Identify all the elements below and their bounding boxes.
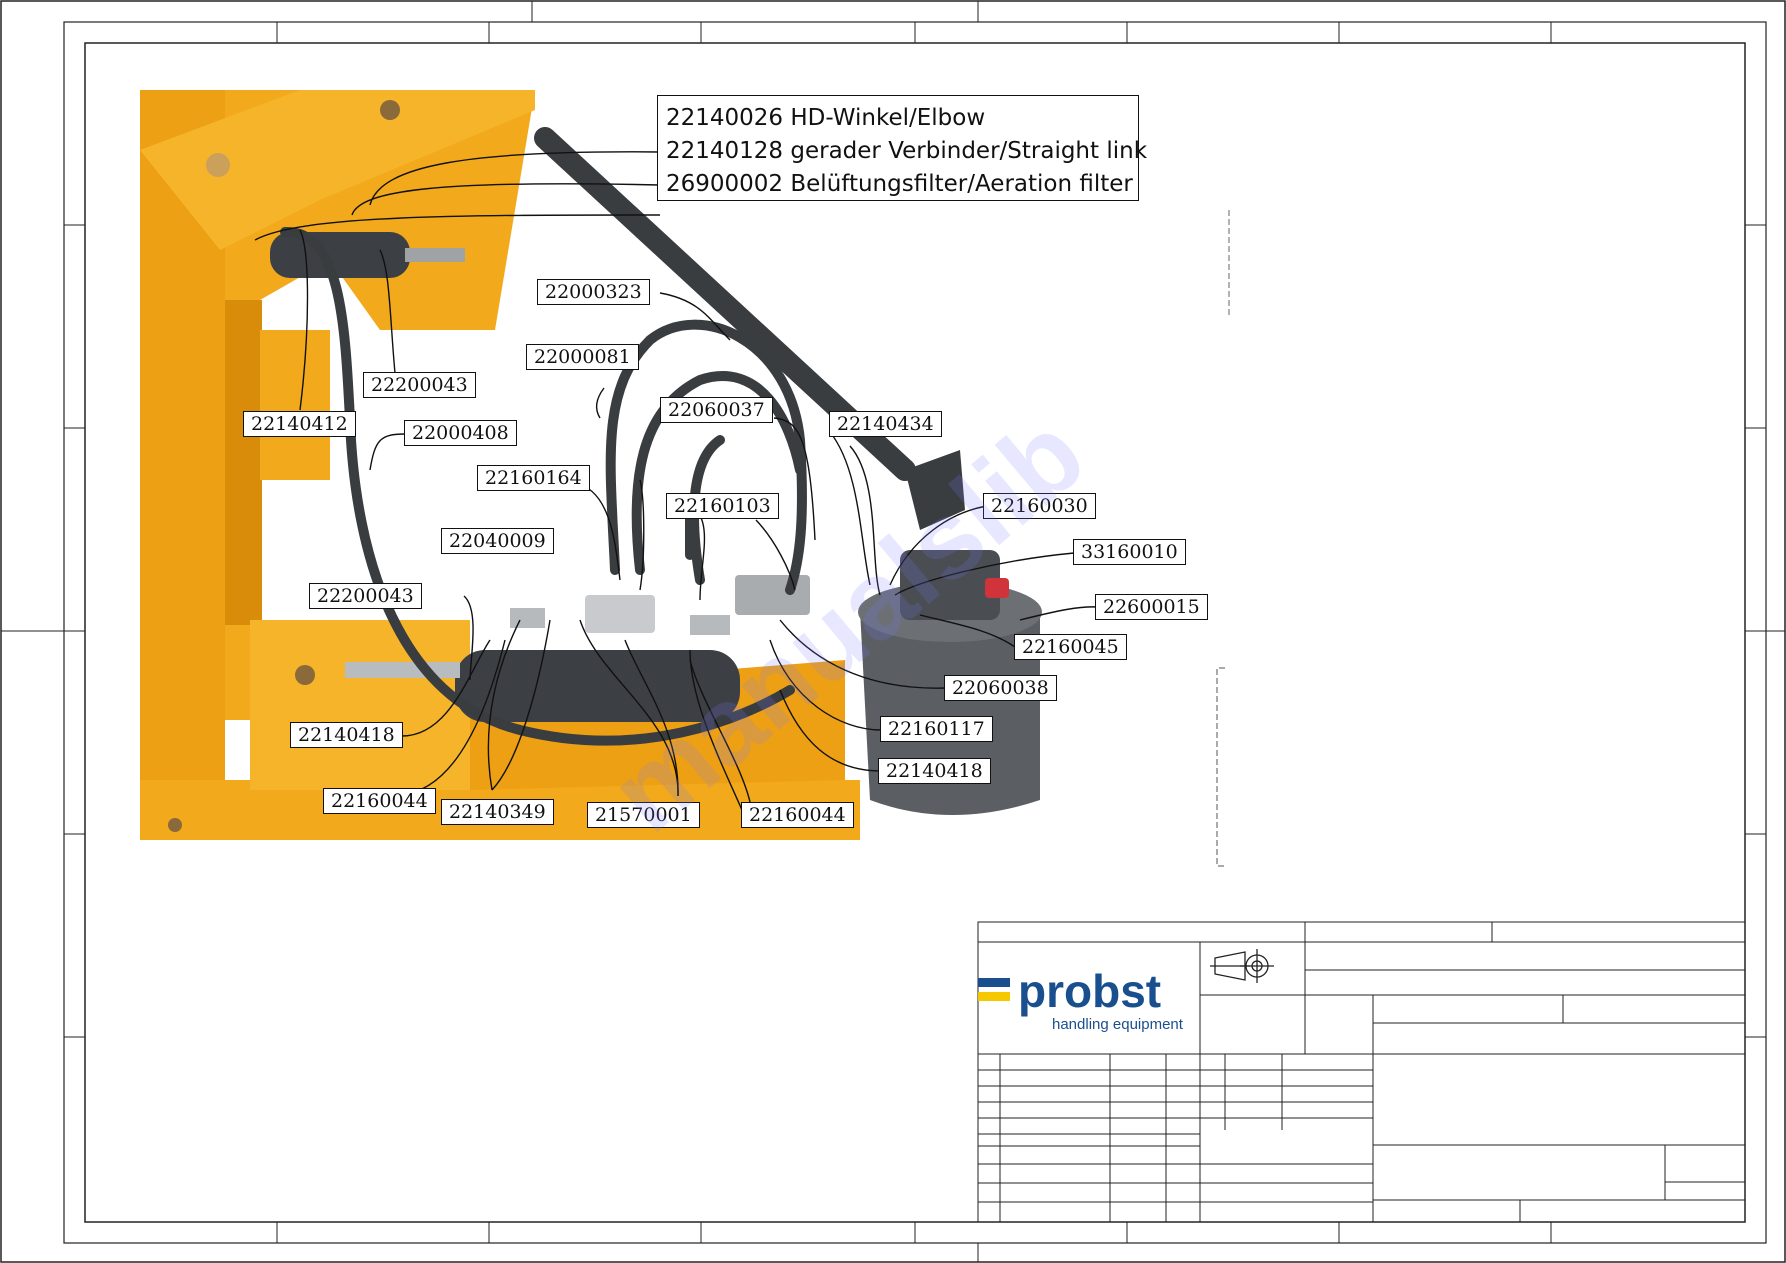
- callout-label: 22200043: [363, 372, 476, 398]
- callout-label: 22160044: [741, 802, 854, 828]
- callout-label: 22140434: [829, 411, 942, 437]
- callout-label: 22160164: [477, 465, 590, 491]
- callout-label: 22600015: [1095, 594, 1208, 620]
- callout-label: 22140418: [878, 758, 991, 784]
- callout-label: 22140412: [243, 411, 356, 437]
- callout-label: 22160045: [1014, 634, 1127, 660]
- callout-label: 22000323: [537, 279, 650, 305]
- callout-label: 21570001: [587, 802, 700, 828]
- callout-label: 22140349: [441, 799, 554, 825]
- callout-label: 22160117: [880, 716, 993, 742]
- fittings-info-box: 22140026 HD-Winkel/Elbow 22140128 gerade…: [657, 95, 1148, 201]
- callout-label: 22060038: [944, 675, 1057, 701]
- logo-bar-blue: [978, 978, 1010, 987]
- info-line-3: 26900002 Belüftungsfilter/Aeration filte…: [666, 171, 1133, 197]
- callout-label: 33160010: [1073, 539, 1186, 565]
- info-line-2: 22140128 gerader Verbinder/Straight link: [666, 138, 1148, 164]
- callout-label: 22160030: [983, 493, 1096, 519]
- logo-bar-yellow: [978, 992, 1010, 1001]
- callout-label: 22040009: [441, 528, 554, 554]
- callout-label: 22000081: [526, 344, 639, 370]
- logo-tagline: handling equipment: [1052, 1016, 1183, 1033]
- info-line-1: 22140026 HD-Winkel/Elbow: [666, 105, 986, 131]
- callout-label: 22060037: [660, 397, 773, 423]
- callout-label: 22140418: [290, 722, 403, 748]
- callout-label: 22160103: [666, 493, 779, 519]
- logo-wordmark: probst: [1018, 965, 1162, 1017]
- callout-label: 22000408: [404, 420, 517, 446]
- projection-symbol-icon: [1210, 949, 1274, 983]
- callout-label: 22200043: [309, 583, 422, 609]
- callout-label: 22160044: [323, 788, 436, 814]
